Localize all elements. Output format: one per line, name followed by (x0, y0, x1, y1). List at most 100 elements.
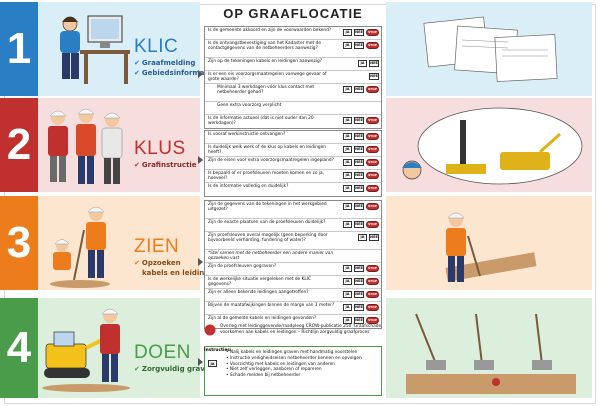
checklist-item: Blijven de maatafwijkingen binnen de mar… (205, 302, 381, 315)
yes-box[interactable]: JA (343, 265, 352, 272)
yes-box[interactable]: JA (358, 234, 367, 241)
stop-sign-icon: STOP (366, 185, 379, 192)
step-number-4: 4 (0, 298, 38, 398)
yes-box[interactable]: JA (208, 360, 217, 367)
no-box[interactable]: NEE (354, 265, 364, 272)
stop-sign-icon: STOP (366, 117, 379, 124)
step-sub-opzoeken: ✔Opzoeken (134, 259, 181, 267)
no-box[interactable]: NEE (354, 159, 364, 166)
check-icon: ✔ (134, 69, 140, 77)
step-sub-kabels: kabels en leidingen (142, 269, 219, 277)
list-item: • Nalij kabels en leidingen graven met h… (226, 350, 358, 355)
no-box[interactable]: NEE (354, 86, 364, 93)
no-box[interactable]: NEE (354, 29, 364, 36)
no-box[interactable]: NEE (354, 291, 364, 298)
step-sub-gebiedsinformatie: ✔Gebiedsinformatie (134, 69, 215, 77)
list-item: • Schade melden bij netbeheerder (226, 373, 301, 379)
stop-sign-icon: STOP (366, 29, 379, 36)
workers-illustration (48, 108, 123, 184)
yes-box[interactable]: JA (343, 203, 352, 210)
arrow-icon (198, 70, 203, 78)
no-box[interactable]: NEE (369, 234, 379, 241)
arrow-icon (198, 156, 203, 164)
yes-box[interactable]: JA (358, 60, 367, 67)
stop-sign-icon: STOP (366, 159, 379, 166)
no-box[interactable]: NEE (354, 221, 364, 228)
no-box[interactable]: NEE (354, 117, 364, 124)
yes-box[interactable]: JA (343, 291, 352, 298)
step-sub-graafmelding: ✔Graafmelding (134, 59, 196, 67)
yes-box[interactable]: JA (343, 146, 352, 153)
list-item: • Niet zelf verleggen, aanboren of repar… (226, 367, 322, 373)
checklist-zien: Zijn de gegevens van de tekeningen in he… (204, 200, 382, 329)
no-box[interactable]: NEE (354, 42, 364, 49)
checklist-item: Is de informatie volledig en duidelijk? … (205, 183, 381, 196)
instructions-list: • Nalij kabels en leidingen graven met h… (226, 350, 382, 379)
trench-worker-illustration (445, 212, 537, 282)
stop-sign-icon: STOP (366, 172, 379, 179)
step-title-doen: DOEN (134, 342, 191, 363)
stop-sign-icon: STOP (366, 265, 379, 272)
instructions-label: Instructies: (204, 348, 232, 353)
step-sub-grafinstructie: ✔Grafinstructie (134, 161, 197, 169)
drilling-site-illustration (402, 107, 583, 185)
list-item: • Instructie veiligheidseisen netbeheerd… (226, 355, 362, 361)
no-box[interactable]: NEE (354, 172, 364, 179)
stop-sign-icon: STOP (366, 291, 379, 298)
checklist-item: Zijn op de tekeningen kabels en leidinge… (205, 58, 381, 71)
no-box[interactable]: NEE (354, 317, 364, 324)
step-title-klus: KLUS (134, 138, 186, 159)
yes-box[interactable]: JA (343, 159, 352, 166)
stop-sign-icon: STOP (366, 221, 379, 228)
checklist-item: Is de gemeente akkoord en zijn de voorwa… (205, 27, 381, 40)
yes-box[interactable]: JA (343, 221, 352, 228)
digging-steps-illustration (406, 313, 576, 394)
yes-box[interactable]: JA (343, 317, 352, 324)
yes-box[interactable]: JA (343, 86, 352, 93)
documents-illustration (423, 16, 558, 82)
doen-note: Overleg met leidinggevende/raadpleeg CRO… (220, 324, 382, 335)
stop-sign-icon: STOP (366, 317, 379, 324)
checklist-item: Geen extra voorzorg verplicht (205, 102, 381, 115)
doen-instructions (204, 346, 382, 396)
stop-sign-icon: STOP (366, 203, 379, 210)
step-title-klic: KLIC (134, 36, 179, 57)
checklist-item: Zijn de gegevens van de tekeningen in he… (205, 201, 381, 219)
no-box[interactable]: NEE (354, 133, 364, 140)
yes-box[interactable]: JA (343, 185, 352, 192)
no-box[interactable]: NEE (369, 73, 379, 80)
yes-box[interactable]: JA (343, 29, 352, 36)
no-box[interactable]: NEE (354, 146, 364, 153)
yes-box[interactable]: JA (343, 304, 352, 311)
arrow-icon (198, 258, 203, 266)
step-sub-zorgvuldig: ✔Zorgvuldig graven (134, 365, 215, 373)
checklist-item: Minimaal 3 werkdagen vóór klus contact m… (205, 84, 381, 102)
checklist-item: Is bepaald of er proefsleuven moeten kom… (205, 170, 381, 183)
stop-sign-icon: STOP (366, 133, 379, 140)
checklist-item: Is de informatie actueel (dat is niet ou… (205, 115, 381, 128)
checklist-item: Zijn al de gemelde kabels en leidingen g… (205, 315, 381, 328)
no-box[interactable]: NEE (369, 60, 379, 67)
checklist-item: Is de werkelijke situatie vergeleken met… (205, 276, 381, 289)
no-box[interactable]: NEE (354, 185, 364, 192)
step-number-2: 2 (0, 98, 38, 192)
yes-box[interactable]: JA (343, 278, 352, 285)
checklist-note: *Stel samen met de netbeheerder een ande… (205, 250, 381, 263)
stop-sign-icon: STOP (366, 42, 379, 49)
yes-box[interactable]: JA (343, 117, 352, 124)
checklist-item: Is er een eis voorzorgsmaatregelen vanwe… (205, 71, 381, 84)
no-box[interactable]: NEE (354, 278, 364, 285)
yes-box[interactable]: JA (343, 172, 352, 179)
check-icon: ✔ (134, 59, 140, 67)
no-box[interactable]: NEE (354, 203, 364, 210)
check-icon: ✔ (134, 161, 140, 169)
yes-box[interactable]: JA (343, 133, 352, 140)
stop-sign-icon (204, 324, 216, 336)
step-number-3: 3 (0, 196, 38, 290)
digger-man-illustration (50, 206, 110, 288)
no-box[interactable]: NEE (354, 304, 364, 311)
yes-box[interactable]: JA (343, 42, 352, 49)
